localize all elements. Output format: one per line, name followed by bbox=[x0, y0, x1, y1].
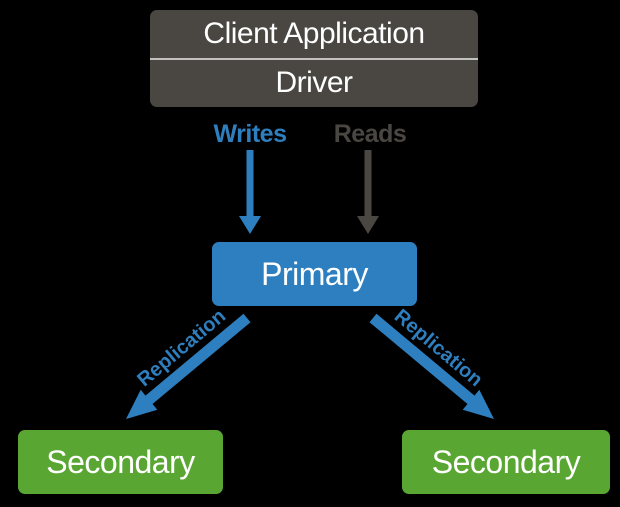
replication-left-label: Replication bbox=[133, 305, 231, 392]
writes-arrow-icon bbox=[239, 150, 261, 234]
primary-node: Primary bbox=[212, 242, 417, 306]
client-box-divider bbox=[150, 57, 478, 60]
primary-label: Primary bbox=[261, 255, 368, 292]
secondary-node-left: Secondary bbox=[18, 430, 223, 494]
secondary-right-label: Secondary bbox=[431, 443, 581, 480]
writes-label: Writes bbox=[213, 120, 287, 148]
client-application-label: Client Application bbox=[203, 16, 425, 50]
reads-label: Reads bbox=[333, 120, 407, 148]
reads-arrow-icon bbox=[357, 150, 379, 234]
secondary-node-right: Secondary bbox=[402, 430, 610, 494]
replication-right-label: Replication bbox=[389, 305, 487, 392]
secondary-left-label: Secondary bbox=[46, 443, 195, 480]
driver-label: Driver bbox=[275, 66, 354, 100]
client-application-box: Client Application Driver bbox=[150, 10, 478, 107]
